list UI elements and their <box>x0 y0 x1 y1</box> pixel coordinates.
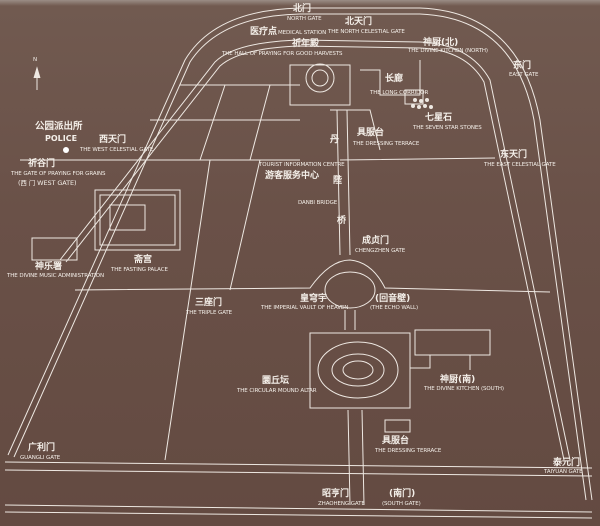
taiyuan-gate-en: TAIYUAN GATE <box>544 469 583 475</box>
compass-icon <box>33 66 41 90</box>
west-celestial-gate-en: THE WEST CELESTIAL GATE <box>80 147 154 153</box>
triple-gate-cn: 三座门 <box>195 298 223 308</box>
danbi-char-1: 丹 <box>330 135 340 145</box>
divine-kitchen-north-cn: 神厨(北) <box>423 38 459 48</box>
medical-station-en: MEDICAL STATION <box>278 30 327 36</box>
imperial-vault-cn: 皇穹宇 <box>300 294 328 304</box>
fasting-palace-en: THE FASTING PALACE <box>111 267 168 273</box>
divine-music-cn: 神乐署 <box>35 262 63 272</box>
long-corridor-cn: 长廊 <box>385 74 404 84</box>
seven-star-stones-icon <box>411 98 433 109</box>
imperial-vault-en: THE IMPERIAL VAULT OF HEAVEN <box>261 305 349 311</box>
south-gate-cn: (南门) <box>389 489 416 499</box>
north-celestial-gate-en: THE NORTH CELESTIAL GATE <box>328 29 405 35</box>
east-celestial-gate-en: THE EAST CELESTIAL GATE <box>484 162 556 168</box>
outer-wall <box>7 7 593 501</box>
compass-label: N <box>33 57 38 63</box>
divine-kitchen-north-en: THE DIVINE KITCHEN (NORTH) <box>408 48 488 54</box>
chengzhen-gate-cn: 成贞门 <box>362 236 390 246</box>
dressing-terrace-south-cn: 具服台 <box>382 436 410 446</box>
danbi-bridge-path <box>336 109 351 256</box>
seven-star-stones-cn: 七星石 <box>425 113 453 123</box>
east-gate-cn: 东门 <box>513 61 532 71</box>
long-corridor-en: THE LONG CORRIDOR <box>370 90 429 96</box>
divine-kitchen-south-en: THE DIVINE KITCHEN (SOUTH) <box>424 386 504 392</box>
dressing-terrace-north-cn: 具服台 <box>357 128 385 138</box>
danbi-bridge-en: DANBI BRIDGE <box>298 200 338 206</box>
circular-mound-en: THE CIRCULAR MOUND ALTAR <box>237 388 317 394</box>
guangli-gate-cn: 广利门 <box>28 443 56 453</box>
dressing-terrace-south-en: THE DRESSING TERRACE <box>375 448 442 454</box>
west-gate-label: (西 门 WEST GATE) <box>18 179 77 187</box>
taiyuan-gate-cn: 泰元门 <box>553 458 581 468</box>
police-cn: 公园派出所 <box>35 121 83 132</box>
north-gate-en: NORTH GATE <box>287 16 322 22</box>
divine-music-en: THE DIVINE MUSIC ADMINISTRATION <box>7 273 104 279</box>
east-celestial-gate-cn: 东天门 <box>500 150 528 160</box>
zhaoheng-gate-en: ZHAOHENG GATE <box>318 501 365 507</box>
chengzhen-gate-en: CHENGZHEN GATE <box>355 248 406 254</box>
hall-of-prayer-en: THE HALL OF PRAYING FOR GOOD HARVESTS <box>222 51 343 57</box>
triple-gate-en: THE TRIPLE GATE <box>186 310 233 316</box>
echo-wall-cn: (回音壁) <box>375 294 411 304</box>
tourist-info-cn: 游客服务中心 <box>265 171 320 181</box>
circular-mound-cn: 圜丘坛 <box>262 376 290 386</box>
divine-kitchen-south-cn: 神厨(南) <box>440 375 476 385</box>
danbi-char-2: 陛 <box>333 176 343 186</box>
danbi-char-3: 桥 <box>337 216 347 226</box>
hall-of-prayer-cn: 祈年殿 <box>292 39 320 49</box>
east-gate-en: EAST GATE <box>509 72 539 78</box>
west-celestial-gate-cn: 西天门 <box>99 135 127 145</box>
inner-wall-2 <box>65 45 565 461</box>
medical-station-cn: 医疗点 <box>250 27 278 37</box>
gate-praying-grains-cn: 祈谷门 <box>28 159 56 169</box>
dressing-terrace-north-en: THE DRESSING TERRACE <box>353 141 420 147</box>
seven-star-stones-en: THE SEVEN STAR STONES <box>413 125 482 131</box>
inner-wall <box>59 39 571 461</box>
police-en: POLICE <box>45 134 78 143</box>
north-gate-cn: 北门 <box>293 4 312 14</box>
south-gate-en: (SOUTH GATE) <box>382 501 421 507</box>
fasting-palace-cn: 斋宫 <box>134 255 153 265</box>
north-celestial-gate-cn: 北天门 <box>345 17 373 27</box>
tourist-info-en: TOURIST INFORMATION CENTRE <box>259 162 345 168</box>
police-marker <box>63 147 69 153</box>
zhaoheng-gate-cn: 昭亨门 <box>322 489 350 499</box>
outer-wall-inner <box>13 13 587 501</box>
guangli-gate-en: GUANGLI GATE <box>20 455 61 461</box>
gate-praying-grains-en: THE GATE OF PRAYING FOR GRAINS <box>11 171 106 177</box>
echo-wall-en: (THE ECHO WALL) <box>370 305 419 311</box>
